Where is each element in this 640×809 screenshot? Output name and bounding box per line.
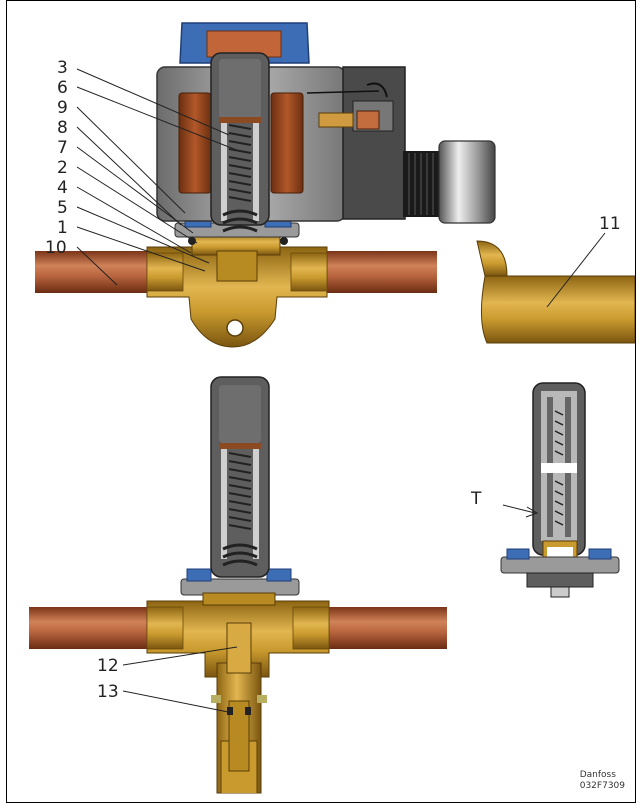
spring <box>228 124 252 202</box>
coil-winding-left <box>178 92 212 194</box>
brand-label: Danfoss <box>579 770 616 780</box>
valve-drawing: 3 6 9 8 7 2 4 5 1 10 11 12 13 T <box>29 22 635 794</box>
callout-3: 3 <box>57 58 68 78</box>
brass-valve-body <box>146 246 328 348</box>
mounting-hole <box>226 319 244 337</box>
outlet-copper-tube <box>319 251 437 293</box>
callout-12: 12 <box>97 656 119 676</box>
bottom-valve-assembly <box>29 376 447 794</box>
callout-13: 13 <box>97 682 119 702</box>
callout-t: T <box>470 489 482 509</box>
drawing-code: 032F7309 <box>579 781 625 791</box>
cable-gland <box>438 140 496 224</box>
callout-10: 10 <box>45 238 67 258</box>
callout-11: 11 <box>599 214 621 234</box>
connector-pin <box>318 112 354 128</box>
connector-housing <box>342 66 406 220</box>
top-valve-assembly <box>35 22 496 348</box>
callout-4: 4 <box>57 178 68 198</box>
bottom-outlet-tube <box>319 607 447 649</box>
callout-5: 5 <box>57 198 68 218</box>
callout-labels: 3 6 9 8 7 2 4 5 1 10 11 12 13 T <box>45 58 621 702</box>
coil-winding-right <box>270 92 304 194</box>
callout-2: 2 <box>57 158 68 178</box>
callout-1: 1 <box>57 218 68 238</box>
plunger-spring <box>222 209 258 233</box>
armature-tube-detail <box>500 382 620 598</box>
diagram-frame: 3 6 9 8 7 2 4 5 1 10 11 12 13 T Danfoss … <box>6 0 636 803</box>
callout-7: 7 <box>57 138 68 158</box>
callout-9: 9 <box>57 98 68 118</box>
pipe-end-detail <box>476 240 635 344</box>
callout-6: 6 <box>57 78 68 98</box>
credit-block: Danfoss 032F7309 <box>580 770 625 792</box>
leader-lines <box>76 68 606 714</box>
callout-8: 8 <box>57 118 68 138</box>
